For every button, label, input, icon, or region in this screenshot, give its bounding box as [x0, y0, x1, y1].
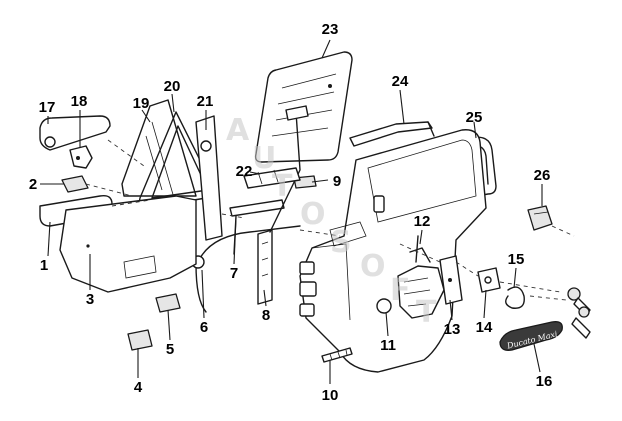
watermark-letter: F	[390, 273, 411, 308]
callout-11: 11	[380, 337, 396, 354]
part-15-spring	[505, 286, 525, 309]
callout-3: 3	[86, 291, 94, 308]
part-11-lock-assembly	[376, 265, 445, 319]
part-22-glass-bracket	[243, 167, 301, 189]
part-18-handle-bracket	[69, 145, 93, 169]
watermark-letter: T	[416, 295, 437, 330]
part-14-latch-plate	[477, 267, 501, 293]
part-21-vent-pivot	[195, 115, 223, 241]
watermark: A U T O S O F T	[226, 113, 437, 330]
callout-23: 23	[322, 21, 339, 38]
callout-21: 21	[197, 93, 214, 110]
callout-5: 5	[166, 341, 174, 358]
part-7-regulator-arm	[229, 199, 285, 255]
part-2-clip	[61, 175, 89, 193]
callout-19: 19	[133, 95, 150, 112]
part-17-pull-handle	[39, 115, 111, 151]
watermark-letter: O	[360, 249, 386, 284]
lock-cylinder-keys	[567, 287, 591, 339]
callout-12: 12	[414, 213, 431, 230]
part-4-button	[127, 329, 153, 351]
part-26-striker	[527, 205, 553, 231]
watermark-letter: S	[330, 225, 352, 260]
callout-14: 14	[476, 319, 493, 336]
part-8-regulator-rail	[257, 105, 309, 305]
callout-17: 17	[39, 99, 56, 116]
callout-8: 8	[262, 307, 270, 324]
leader-lines	[40, 39, 543, 384]
part-3-trim-panel	[59, 195, 197, 293]
callout-25: 25	[466, 109, 483, 126]
callout-26: 26	[534, 167, 551, 184]
callout-labels: 1 2 3 4 5 6 7 8 9 10 11 12 13 14 15 16 1…	[29, 21, 553, 404]
watermark-letter: U	[252, 141, 276, 176]
part-16-badge: Ducato Maxi	[499, 321, 563, 351]
part-24-channel-strip	[349, 121, 435, 147]
assembly-guide-lines	[85, 139, 575, 301]
watermark-letter: T	[272, 169, 293, 204]
part-13-inner-handle	[439, 255, 463, 305]
callout-6: 6	[200, 319, 208, 336]
callout-20: 20	[164, 78, 181, 95]
callout-15: 15	[508, 251, 525, 268]
callout-24: 24	[392, 73, 409, 90]
callout-1: 1	[40, 257, 48, 274]
callout-16: 16	[536, 373, 553, 390]
callout-2: 2	[29, 176, 37, 193]
part-10-screw	[321, 347, 353, 363]
watermark-letter: A	[226, 113, 250, 148]
callout-22: 22	[236, 163, 253, 180]
callout-10: 10	[322, 387, 339, 404]
part-5-retainer	[155, 293, 181, 313]
callout-7: 7	[230, 265, 238, 282]
watermark-letter: O	[300, 197, 326, 232]
callout-18: 18	[71, 93, 88, 110]
callout-9: 9	[333, 173, 341, 190]
part-12-lock-rod	[409, 235, 431, 263]
callout-4: 4	[134, 379, 143, 396]
part-19-vent-frame	[121, 99, 197, 199]
callout-13: 13	[444, 321, 461, 338]
